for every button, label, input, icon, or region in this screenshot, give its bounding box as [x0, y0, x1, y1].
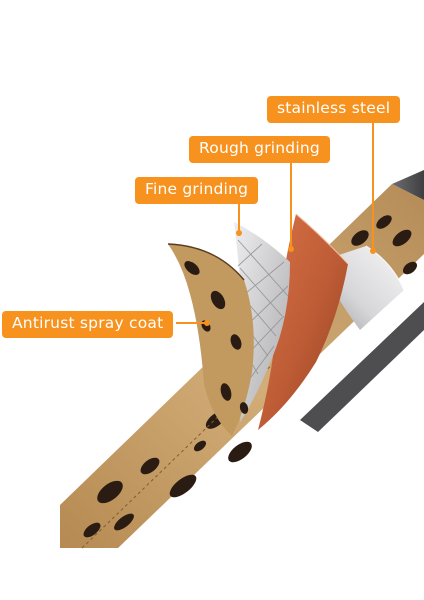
stainless-steel-label: stainless steel [267, 96, 401, 123]
rough-grinding-layer [258, 213, 349, 430]
fine-grinding-pointer [236, 230, 242, 236]
rough-grinding-label: Rough grinding [189, 136, 330, 163]
fine-grinding-label: Fine grinding [135, 177, 259, 204]
antirust-spray-coat-pointer [204, 320, 210, 326]
fine-grinding-leader [238, 202, 240, 236]
antirust-spray-coat-label: Antirust spray coat [2, 311, 174, 338]
antirust-spray-coat-leader [176, 322, 208, 324]
stainless-steel-pointer [370, 248, 376, 254]
rough-grinding-leader [290, 162, 292, 250]
stainless-steel-leader [372, 121, 374, 253]
antirust-spray-coat-layer [167, 243, 254, 436]
rough-grinding-pointer [288, 246, 294, 252]
